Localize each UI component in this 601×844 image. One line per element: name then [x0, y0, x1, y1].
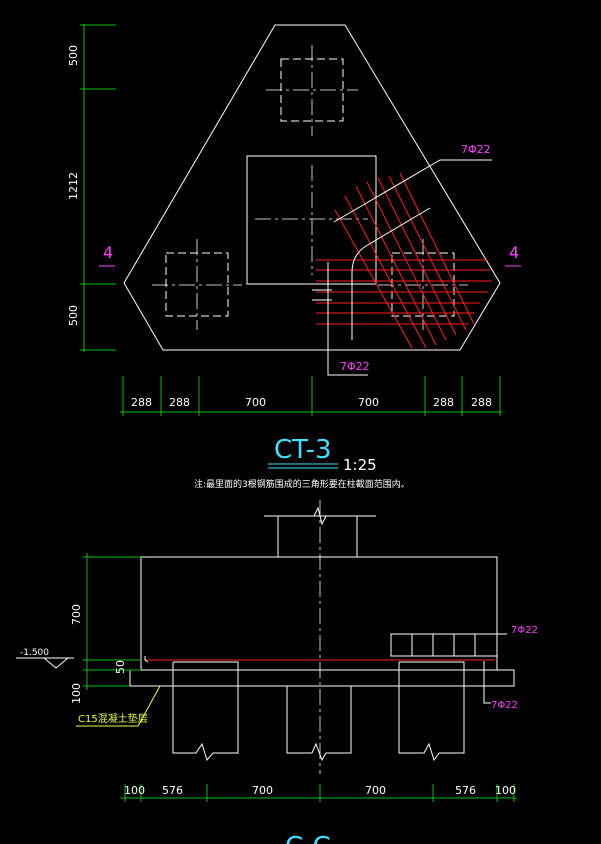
section-dim-h-3: 700	[252, 784, 273, 797]
section-dim-h-4: 700	[365, 784, 386, 797]
section-dim-h-2: 576	[162, 784, 183, 797]
dim-v-1: 500	[67, 45, 80, 66]
cap-outline	[123, 24, 501, 351]
section-dim-h-5: 576	[455, 784, 476, 797]
drawing-title: CT-3	[274, 435, 332, 465]
rebar-horizontal	[316, 259, 492, 325]
section-cap	[140, 556, 498, 671]
dim-h-3: 700	[245, 396, 266, 409]
dim-h-2: 288	[169, 396, 190, 409]
section-bottom-label: C-C	[285, 832, 331, 844]
drawing-note: 注:最里面的3根钢筋围成的三角形要在柱截面范围内。	[194, 478, 410, 490]
plan-horizontal-dims: 288 288 700 700 288 288	[120, 376, 502, 416]
dim-v-2: 1212	[67, 172, 80, 200]
dim-v-3: 500	[67, 305, 80, 326]
dim-h-4: 700	[358, 396, 379, 409]
rebar-label-bottom: 7Φ22	[340, 360, 370, 373]
section-rebar-label-a: 7Φ22	[511, 625, 538, 636]
elevation-label: -1.500	[20, 648, 49, 658]
plan-vertical-dims: 500 1212 500	[67, 24, 116, 352]
drawing-scale: 1:25	[343, 456, 377, 474]
rebar-diagonal	[334, 172, 475, 349]
cushion-label: C15混凝土垫层	[78, 712, 148, 725]
dim-h-6: 288	[471, 396, 492, 409]
section-rebar-label-b: 7Φ22	[491, 700, 518, 711]
section-dim-700: 700	[70, 604, 83, 625]
rebar-label-top: 7Φ22	[461, 143, 491, 156]
section-dim-50: 50	[114, 660, 127, 674]
plan-view: 7Φ22 7Φ22 4 4 500 1212 500 288	[67, 24, 521, 416]
section-dim-100: 100	[70, 683, 83, 704]
dim-h-1: 288	[131, 396, 152, 409]
dim-h-5: 288	[433, 396, 454, 409]
title-block: CT-3 1:25 注:最里面的3根钢筋围成的三角形要在柱截面范围内。	[194, 435, 410, 490]
section-mark-right: 4	[509, 243, 519, 262]
column-outline	[246, 155, 377, 285]
section-mark-left: 4	[103, 243, 113, 262]
section-dim-h-1: 100	[124, 784, 145, 797]
section-view: 7Φ22 7Φ22 700 50 100 -1.500 C15混凝土垫层 100…	[16, 500, 538, 844]
section-dim-h-6: 100	[495, 784, 516, 797]
